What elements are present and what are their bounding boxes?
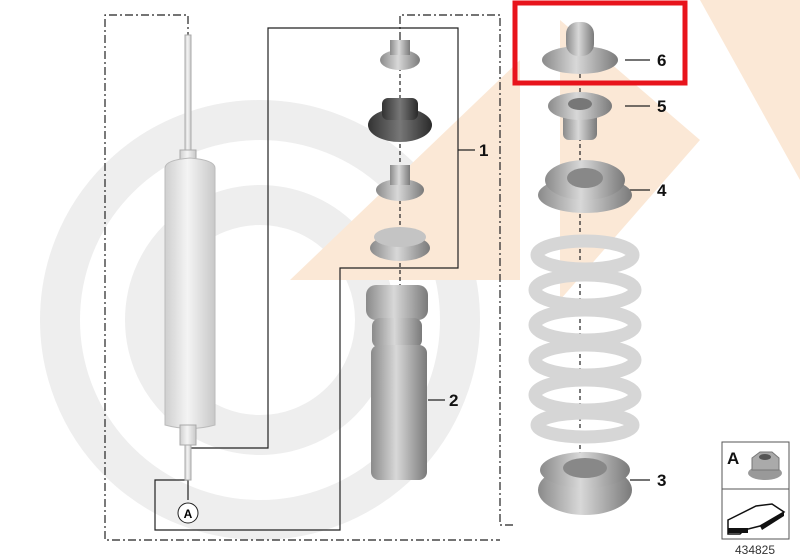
- direction-arrow-icon: [727, 503, 786, 535]
- assembly-frame: [104, 14, 515, 541]
- strut-mount-kit: [368, 40, 432, 261]
- part-label-3: 3: [657, 471, 666, 490]
- part-label-2: 2: [449, 391, 458, 410]
- hex-flange-nut-icon: [748, 451, 782, 480]
- bump-stop-and-boot: [366, 285, 428, 480]
- part-label-5: 5: [657, 97, 666, 116]
- legend-box: A: [721, 441, 790, 540]
- part-6-cap: [542, 22, 618, 74]
- diagram-number: 434825: [735, 543, 775, 557]
- legend-marker-a: A: [727, 449, 739, 468]
- part-4-spring-pad-upper: [538, 160, 632, 213]
- part-3-spring-pad-lower: [538, 452, 632, 515]
- part-5-bushing: [548, 92, 612, 140]
- shock-absorber: [164, 34, 216, 481]
- highlight-box: [512, 0, 688, 86]
- reference-marker-circle: [177, 502, 199, 524]
- part-label-4: 4: [657, 181, 667, 200]
- reference-marker-a: A: [184, 507, 193, 521]
- part-label-1: 1: [479, 141, 488, 160]
- watermark-logo: [40, 0, 800, 540]
- coil-spring: [528, 234, 642, 444]
- part-label-6: 6: [657, 51, 666, 70]
